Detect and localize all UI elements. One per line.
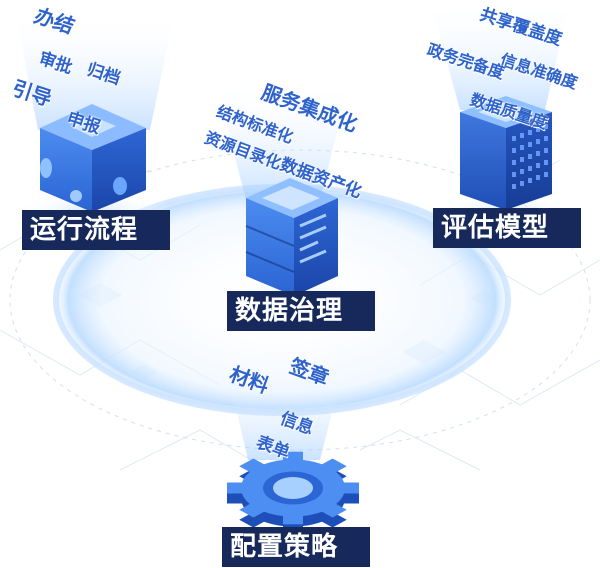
config-gear-icon [221,451,365,535]
beam-gear [225,360,345,460]
config-strategy-label: 配置策略 [222,527,370,567]
beam-server [215,80,350,200]
run-flow-label: 运行流程 [22,210,170,250]
beam-building [430,0,570,110]
beam-cube [15,10,175,130]
data-governance-label: 数据治理 [227,291,375,331]
evaluation-model-label: 评估模型 [433,208,581,248]
